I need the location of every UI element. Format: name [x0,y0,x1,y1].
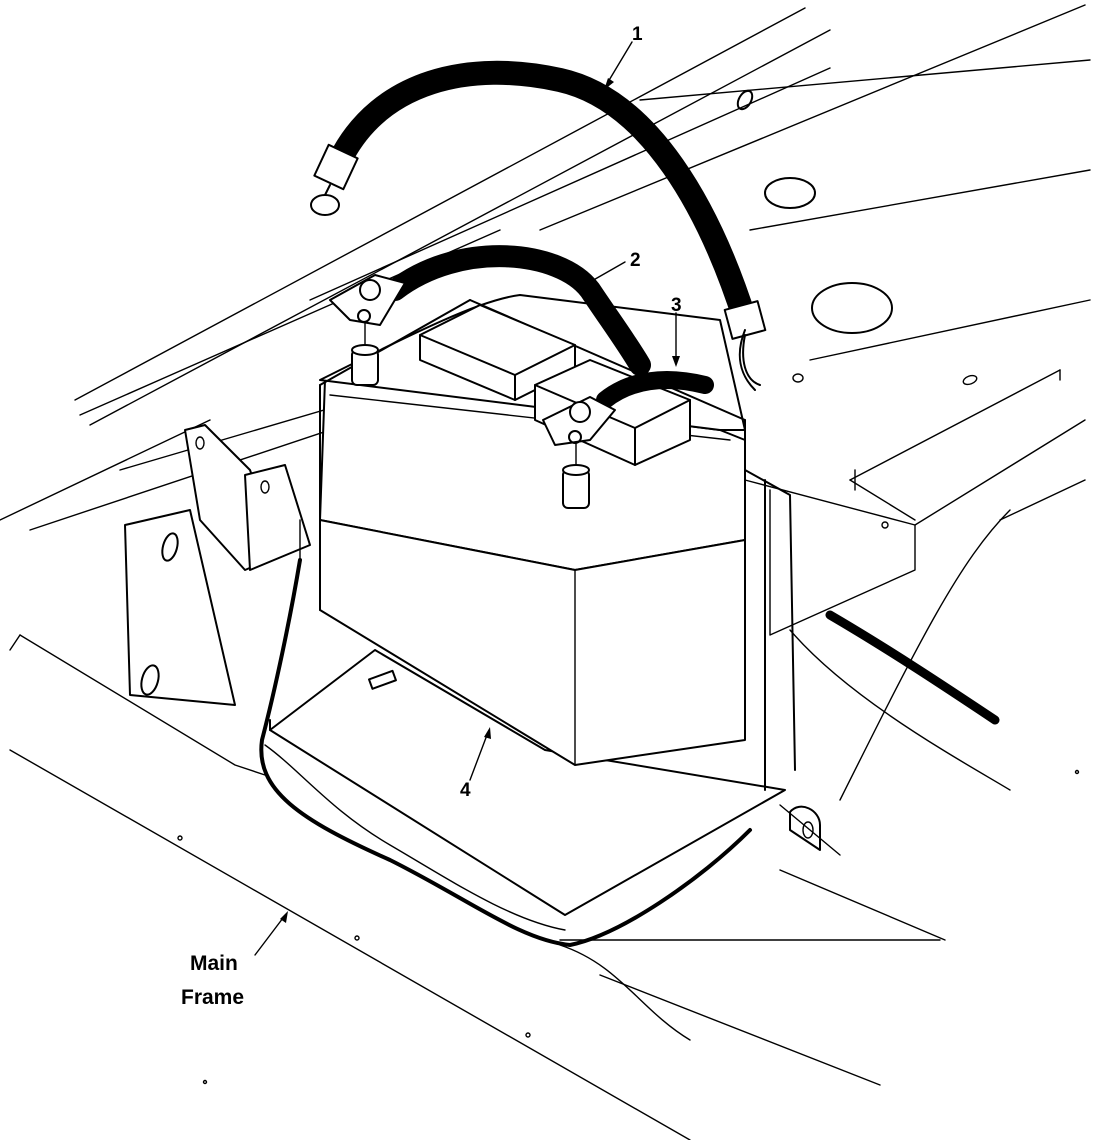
negative-battery-cable [259,245,752,948]
right-deck-panel [639,59,1091,529]
callout-4: 4 [460,780,471,801]
frame-hole-medium [764,177,816,209]
main-frame-label-line1: Main [190,952,238,975]
battery-terminal-negative [351,319,379,386]
bracket-slot-upper [161,532,179,562]
callout-1: 1 [632,24,643,45]
callout-2: 2 [630,250,641,271]
ground-strap-cable [310,60,767,391]
frame-hole-dot [792,373,804,383]
positive-battery-cable [542,371,714,446]
battery-tray [269,469,796,916]
callout-leaders [254,41,680,956]
left-mounting-bracket [124,424,311,706]
frame-hole-large [811,282,893,334]
right-bracket [744,419,1086,801]
frame-hole-small [736,89,754,111]
wiring-harness-right [825,610,1000,725]
battery-terminal-positive [562,439,590,509]
main-frame-rail [9,634,946,1140]
bracket-slot-lower [140,664,160,696]
frame-slot [962,374,978,386]
main-frame-label-line2: Frame [181,986,244,1009]
upper-frame-panel [0,4,1086,531]
callout-3: 3 [671,295,682,316]
